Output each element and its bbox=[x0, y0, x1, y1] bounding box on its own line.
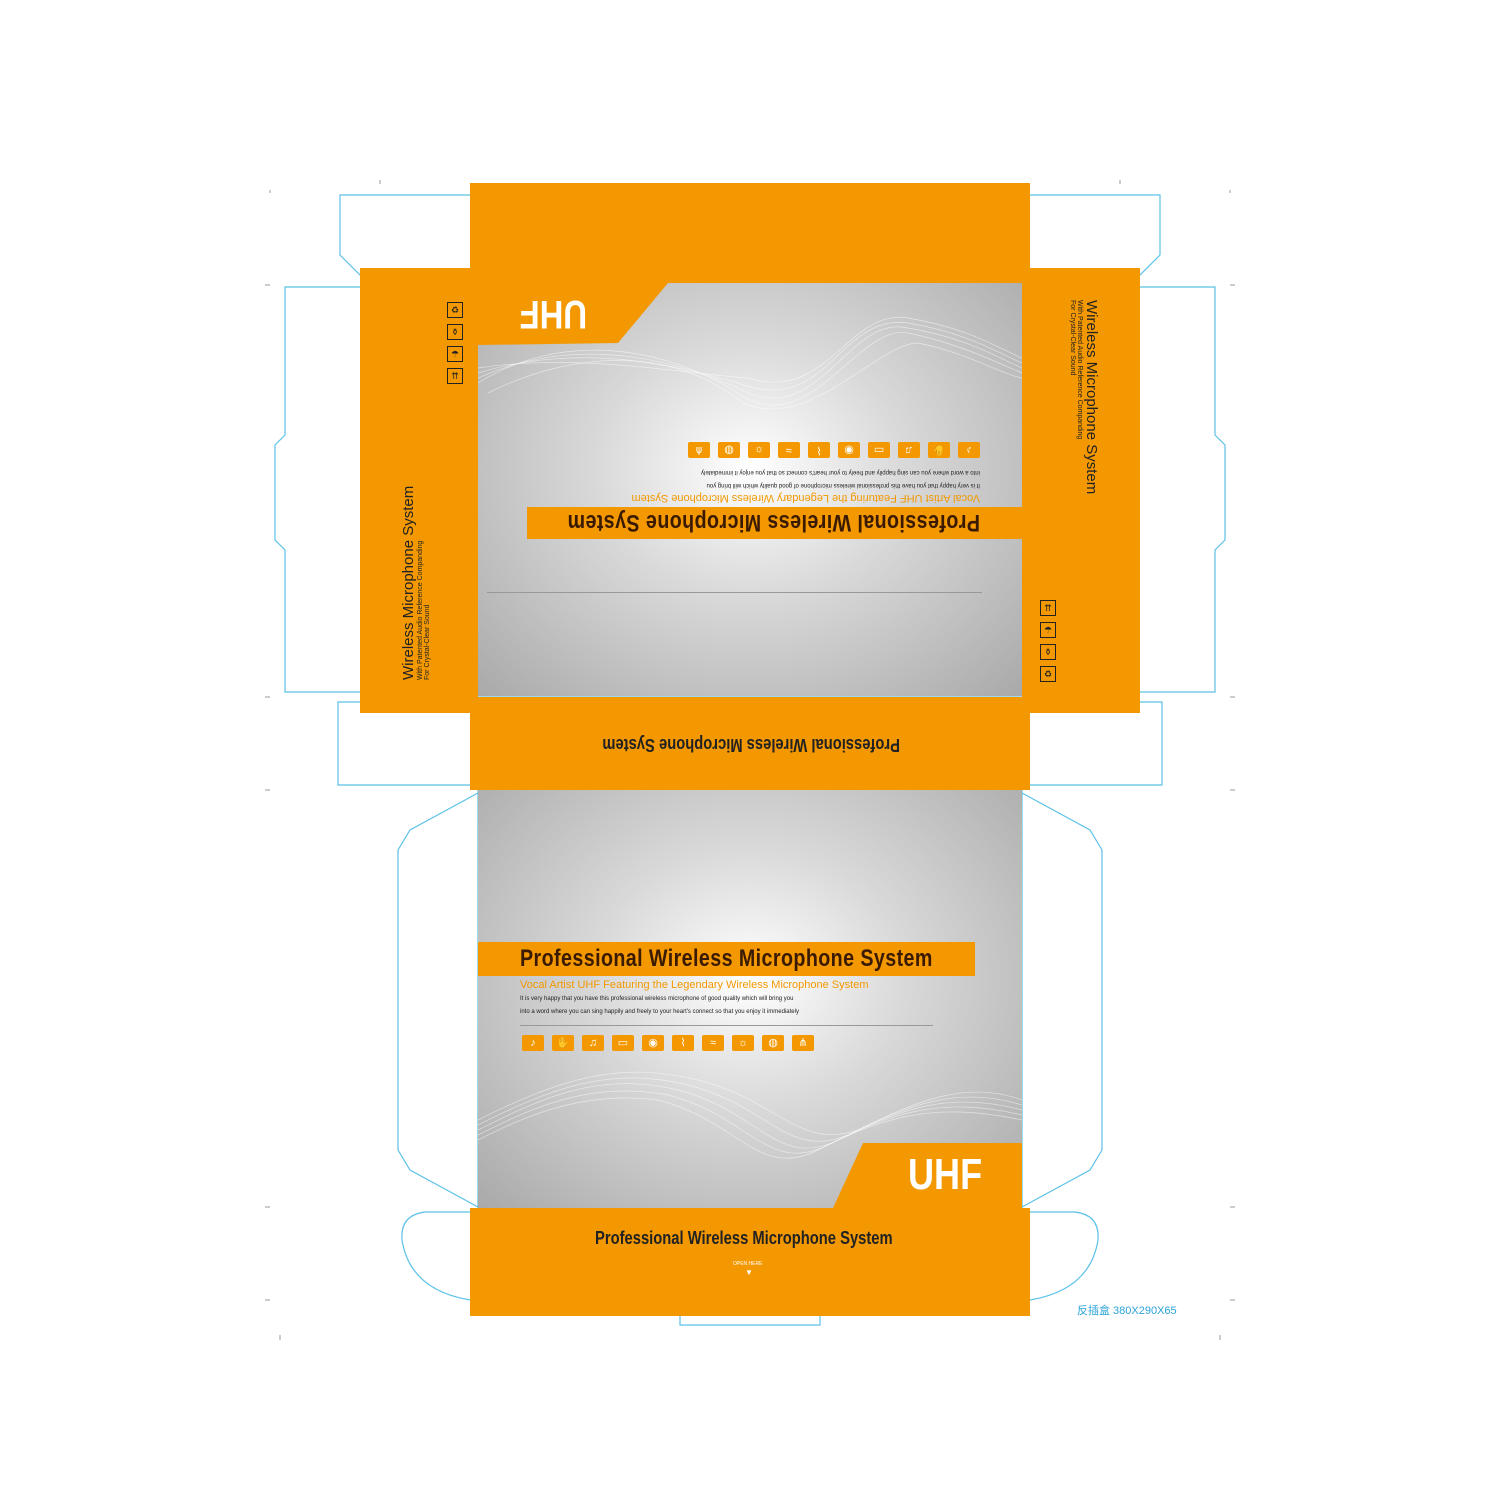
bottom-flap-headline: Professional Wireless Microphone System bbox=[595, 1228, 893, 1248]
base-body-line-1: It is very happy that you have this prof… bbox=[520, 996, 794, 1002]
lid-body-line-2: into a word where you can sing happily a… bbox=[701, 469, 980, 475]
middle-flap bbox=[470, 697, 1030, 790]
guitar-icon: ♫ bbox=[898, 442, 920, 458]
recycle-icon: ♻ bbox=[447, 302, 463, 318]
umbrella-icon: ☂ bbox=[1040, 622, 1056, 638]
lid-headline: Professional Wireless Microphone System bbox=[567, 509, 980, 536]
base-headline-bar bbox=[478, 942, 975, 976]
speaker-icon: ◉ bbox=[642, 1035, 664, 1051]
laptop-icon: ▭ bbox=[868, 442, 890, 458]
sun-icon: ☼ bbox=[732, 1035, 754, 1051]
base-subtitle: Vocal Artist UHF Featuring the Legendary… bbox=[520, 979, 869, 991]
middle-flap-headline: Professional Wireless Microphone System bbox=[602, 735, 900, 755]
arrows-up-icon: ⇈ bbox=[447, 368, 463, 384]
bottom-flap bbox=[470, 1208, 1030, 1316]
lid-divider bbox=[487, 592, 982, 593]
right-side-text: Wireless Microphone System With Patented… bbox=[1069, 300, 1100, 560]
globe-icon: ◍ bbox=[718, 442, 740, 458]
right-side-title: Wireless Microphone System bbox=[1083, 300, 1100, 495]
mic-icon: ♪ bbox=[522, 1035, 544, 1051]
lid-subtitle: Vocal Artist UHF Featuring the Legendary… bbox=[631, 492, 980, 504]
right-side-line2: For Crystal-Clear Sound bbox=[1069, 300, 1076, 376]
base-body-line-2: into a word where you can sing happily a… bbox=[520, 1009, 799, 1015]
lid-feature-icons: ♪ ✋ ♫ ▭ ◉ ⌇ ≈ ☼ ◍ ⋔ bbox=[688, 442, 980, 458]
right-side-panel bbox=[1022, 268, 1140, 713]
cable-icon: ⌇ bbox=[672, 1035, 694, 1051]
base-panel bbox=[478, 790, 1022, 1208]
guitar-icon: ♫ bbox=[582, 1035, 604, 1051]
fragile-icon: ⚱ bbox=[1040, 644, 1056, 660]
left-side-line1: With Patented Audio Reference Companding bbox=[417, 540, 424, 680]
base-headline: Professional Wireless Microphone System bbox=[520, 945, 933, 972]
base-wave-graphic bbox=[478, 1071, 1022, 1208]
open-here-label[interactable]: OPEN HERE bbox=[733, 1261, 763, 1267]
left-side-text: Wireless Microphone System With Patented… bbox=[400, 420, 431, 680]
top-flap bbox=[470, 183, 1030, 283]
wave-icon: ≈ bbox=[778, 442, 800, 458]
open-here-arrow-icon: ▼ bbox=[745, 1268, 753, 1277]
lid-panel bbox=[478, 283, 1022, 696]
base-uhf-badge: UHF bbox=[908, 1150, 983, 1199]
mic-icon: ♪ bbox=[958, 442, 980, 458]
hand-icon: ✋ bbox=[552, 1035, 574, 1051]
wave-icon: ≈ bbox=[702, 1035, 724, 1051]
middle-flap-content: Professional Wireless Microphone System bbox=[470, 697, 1030, 790]
hand-icon: ✋ bbox=[928, 442, 950, 458]
laptop-icon: ▭ bbox=[612, 1035, 634, 1051]
left-side-panel bbox=[360, 268, 478, 713]
right-handling-symbols: ⇈ ☂ ⚱ ♻ bbox=[1040, 600, 1056, 688]
recycle-icon: ♻ bbox=[1040, 666, 1056, 682]
base-feature-icons: ♪ ✋ ♫ ▭ ◉ ⌇ ≈ ☼ ◍ ⋔ bbox=[522, 1035, 814, 1051]
left-handling-symbols: ♻ ⚱ ☂ ⇈ bbox=[447, 302, 463, 390]
sun-icon: ☼ bbox=[748, 442, 770, 458]
lid-body-line-1: It is very happy that you have this prof… bbox=[706, 482, 980, 488]
lid-wave-graphic bbox=[478, 283, 1022, 410]
sound-icon: ⋔ bbox=[792, 1035, 814, 1051]
lid-content: Professional Wireless Microphone System … bbox=[478, 283, 1022, 696]
dieline-size-label: 反插盒 380X290X65 bbox=[1077, 1305, 1177, 1317]
fragile-icon: ⚱ bbox=[447, 324, 463, 340]
left-side-line2: For Crystal-Clear Sound bbox=[424, 604, 431, 680]
lid-uhf-badge: UHF bbox=[519, 292, 587, 336]
speaker-icon: ◉ bbox=[838, 442, 860, 458]
left-side-title: Wireless Microphone System bbox=[400, 485, 417, 680]
base-divider bbox=[520, 1025, 933, 1026]
right-side-line1: With Patented Audio Reference Companding bbox=[1076, 300, 1083, 440]
arrows-up-icon: ⇈ bbox=[1040, 600, 1056, 616]
globe-icon: ◍ bbox=[762, 1035, 784, 1051]
sound-icon: ⋔ bbox=[688, 442, 710, 458]
umbrella-icon: ☂ bbox=[447, 346, 463, 362]
cable-icon: ⌇ bbox=[808, 442, 830, 458]
